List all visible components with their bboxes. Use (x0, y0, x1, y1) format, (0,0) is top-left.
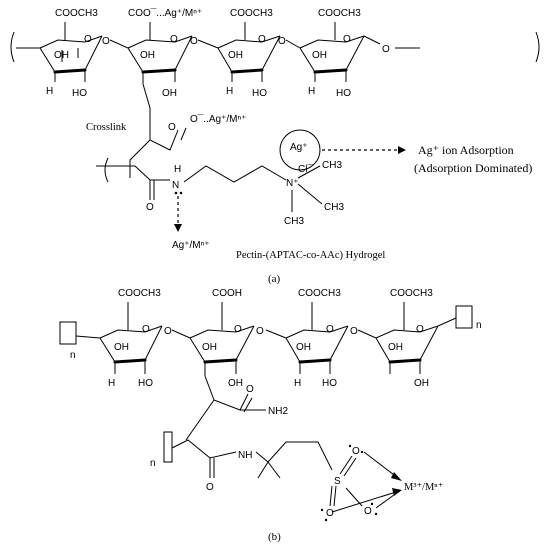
hydroxyl-b3: OH (296, 342, 311, 353)
coo-ag-label: COO¯...Ag⁺/Mⁿ⁺ (128, 7, 202, 19)
pectin-ring-b4 (357, 302, 457, 374)
pectin-ring-b2 (171, 302, 255, 376)
cooh-label-b: COOH (212, 288, 242, 299)
amide-o-a: O (146, 202, 154, 213)
link-oxygen-b3: O (350, 326, 358, 337)
link-oxygen-4: O (382, 44, 390, 55)
ester-label-b3: COOCH3 (390, 288, 433, 299)
oh-a2: OH (162, 88, 177, 99)
hydroxyl-b1: OH (114, 342, 129, 353)
coordination-arrow-2 (331, 491, 397, 513)
methyl-2: CH3 (324, 202, 344, 213)
chain-end-right (455, 305, 473, 329)
ring-oxygen-3: O (258, 34, 266, 45)
crosslink-label: Crosslink (86, 122, 127, 133)
ring-oxygen-b2: O (234, 324, 242, 335)
amide-side-chain: O NH2 (185, 375, 288, 441)
adsorption-note-line2: (Adsorption Dominated) (414, 161, 532, 175)
oh-b4: OH (414, 378, 429, 389)
repeat-n-right: n (476, 320, 482, 331)
pectin-ring-2 (109, 22, 193, 84)
nh2-label: NH2 (268, 406, 288, 417)
hydroxyl-b4: OH (388, 342, 403, 353)
pectin-ring-3 (197, 22, 281, 82)
ho-a4: HO (336, 88, 351, 99)
ring-oxygen-b4: O (416, 324, 424, 335)
repeat-n-bottom: n (150, 458, 156, 469)
sulfur-label: S (334, 476, 341, 487)
hydrogel-label: Pectin-(APTAC-co-AAc) Hydrogel (236, 250, 385, 261)
sulfonyl-o3: O (364, 506, 372, 517)
pectin-ring-4 (285, 22, 420, 82)
h-a1: H (46, 86, 53, 97)
methyl-1: CH3 (322, 160, 342, 171)
pectin-ring-1 (16, 22, 103, 82)
link-oxygen-b1: O (164, 326, 172, 337)
h-b1: H (108, 378, 115, 389)
ho-a3: HO (252, 88, 267, 99)
h-a3: H (226, 86, 233, 97)
m3-mn-label: M³⁺/Mⁿ⁺ (404, 482, 444, 493)
quaternary-n: N⁺ (286, 178, 299, 189)
ring-oxygen-b1: O (142, 324, 150, 335)
aptac-unit: O H N N⁺ CH3 CH3 CH3 Ag⁺ Cl¯ Ag⁺/Mⁿ⁺ Pec… (96, 129, 385, 261)
repeat-n-left: n (70, 350, 76, 361)
ester-label-b1: COOCH3 (118, 288, 161, 299)
carbonyl-o-a: O (168, 122, 176, 133)
amide-h-a: H (174, 164, 181, 175)
methyl-3: CH3 (284, 216, 304, 227)
sulfonyl-o2: O (326, 508, 334, 519)
ester-label-b2: COOCH3 (298, 288, 341, 299)
oh-b2: OH (228, 378, 243, 389)
pectin-ring-b3 (265, 302, 349, 374)
ester-label-1: COOCH3 (55, 8, 98, 19)
ag-ion-label: Ag⁺ (290, 142, 308, 153)
ho-a1: HO (72, 88, 87, 99)
hydroxyl-a2: OH (140, 50, 155, 61)
caption-a: (a) (268, 273, 281, 285)
ester-label-2: COOCH3 (230, 8, 273, 19)
sulfonyl-o1: O (352, 446, 360, 457)
right-bracket (535, 31, 540, 63)
hydroxyl-a4: OH (312, 50, 327, 61)
ag-ion-circle (279, 129, 321, 171)
link-oxygen-b2: O (256, 326, 264, 337)
chain-end-left (59, 321, 77, 345)
pectin-ring-b1 (75, 302, 163, 374)
ring-oxygen-b3: O (326, 324, 334, 335)
hydroxyl-a1: OH (54, 50, 69, 61)
chloride-label: Cl¯ (298, 163, 313, 175)
ring-oxygen-1: O (84, 34, 92, 45)
left-bracket (10, 31, 15, 63)
h-b3: H (294, 378, 301, 389)
chain-end-bottom (163, 431, 173, 463)
panel-b: n n (59, 288, 482, 543)
h-a4: H (308, 86, 315, 97)
panel-a: COOCH3 COO¯...Ag⁺/Mⁿ⁺ COOCH3 COOCH3 O O … (10, 7, 540, 285)
amide-o-b2: O (206, 482, 214, 493)
caption-b: (b) (268, 531, 281, 543)
ring-oxygen-2: O (170, 34, 178, 45)
link-oxygen-2: O (190, 36, 198, 47)
ho-b1: HO (138, 378, 153, 389)
hydroxyl-b2: OH (202, 342, 217, 353)
amide-o-b1: O (246, 384, 254, 395)
ester-label-3: COOCH3 (318, 8, 361, 19)
adsorption-note-line1: Ag⁺ ion Adsorption (418, 143, 514, 157)
crosslink-chain: Crosslink O O¯..Ag⁺/Mⁿ⁺ (86, 83, 246, 178)
coordination-arrow-1 (363, 451, 399, 479)
carboxylate-ag-label: O¯..Ag⁺/Mⁿ⁺ (190, 113, 246, 125)
amide-n-a: N (172, 180, 179, 191)
link-oxygen-1: O (102, 36, 110, 47)
nh-label: NH (238, 450, 252, 461)
ho-b3: HO (322, 378, 337, 389)
amps-unit: n O NH S O O O (150, 431, 444, 522)
hydroxyl-a3: OH (228, 50, 243, 61)
ag-mn-label-a: Ag⁺/Mⁿ⁺ (172, 240, 210, 251)
link-oxygen-3: O (278, 36, 286, 47)
ring-oxygen-4: O (343, 34, 351, 45)
